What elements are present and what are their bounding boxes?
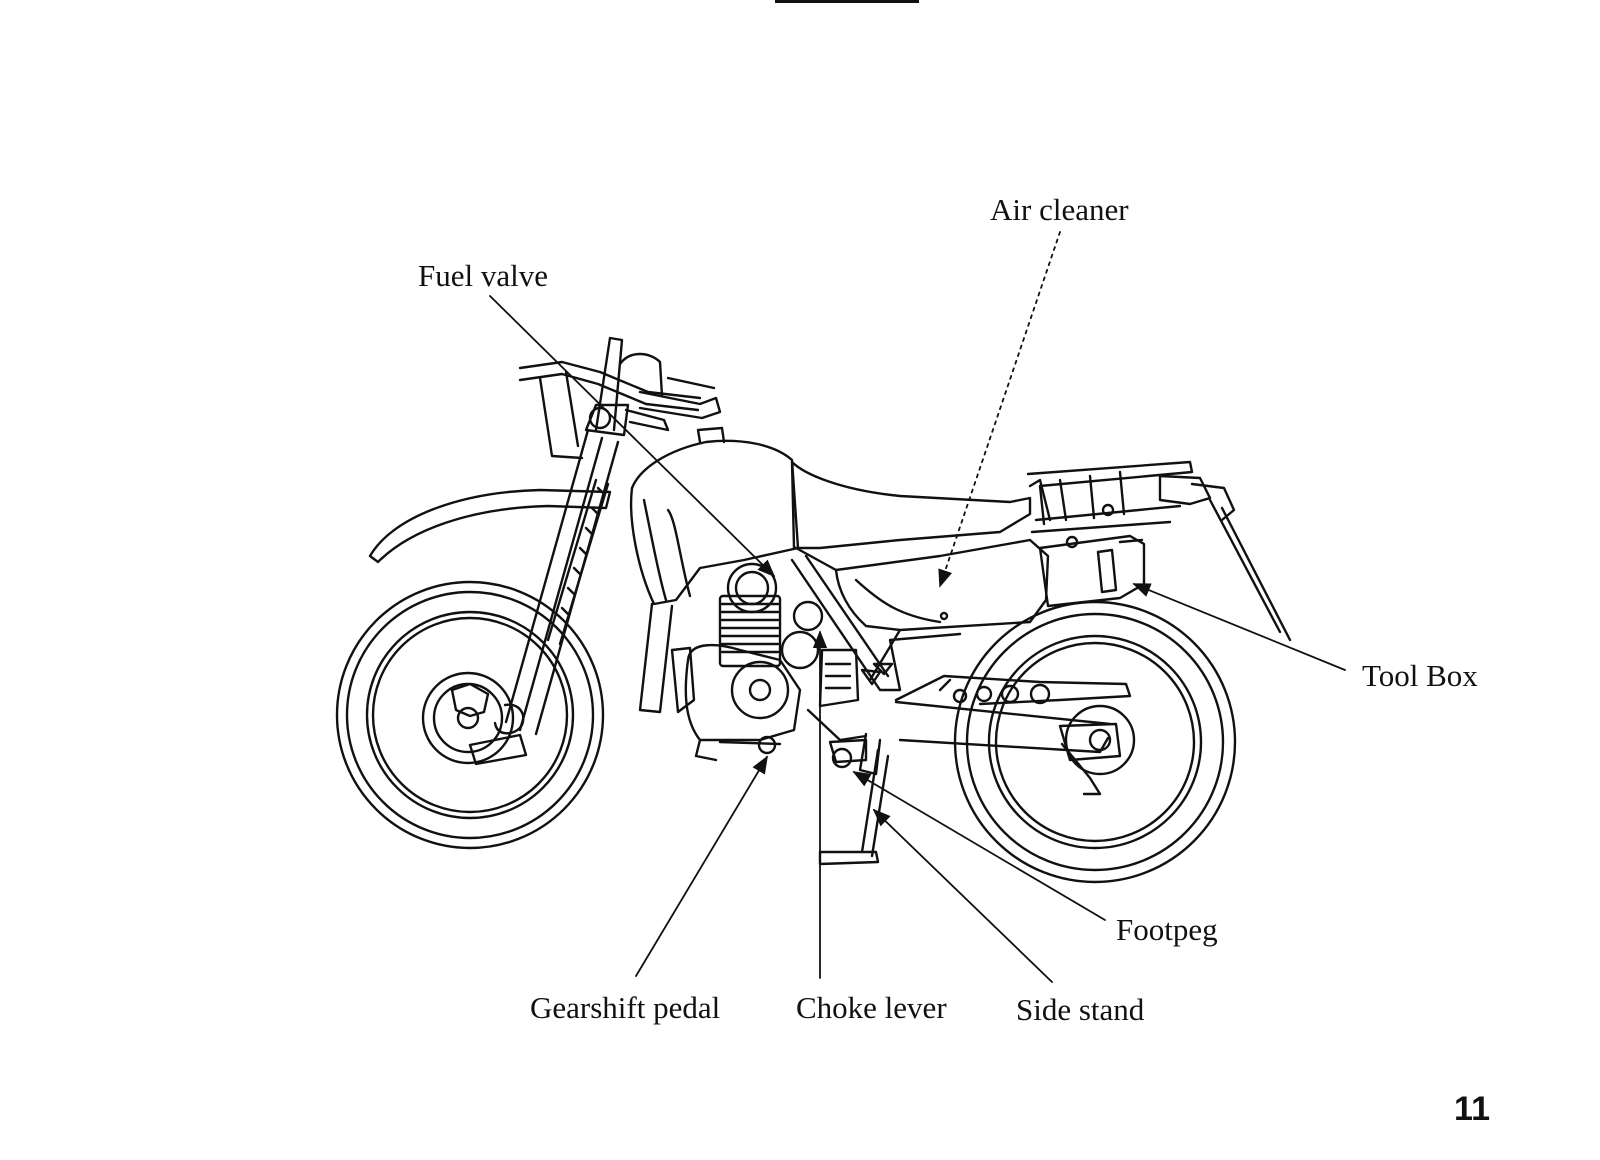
- side-cover: [834, 538, 1050, 632]
- page-number: 11: [1454, 1090, 1490, 1128]
- label-side-stand: Side stand: [1016, 992, 1145, 1027]
- callout-lines: [489, 231, 1346, 983]
- seat: [790, 460, 1032, 550]
- frame: [790, 546, 962, 776]
- leader-fuel-valve: [489, 295, 776, 578]
- label-tool-box: Tool Box: [1362, 658, 1478, 693]
- leader-tool-box: [1132, 583, 1346, 671]
- footpeg-shape: [828, 738, 868, 769]
- label-fuel-valve: Fuel valve: [418, 258, 548, 293]
- top-rule: [775, 0, 919, 3]
- tool-box-shape: [1038, 534, 1146, 608]
- handlebar: [518, 352, 722, 460]
- leader-side-stand: [872, 808, 1053, 983]
- leader-gearshift-pedal: [635, 755, 768, 977]
- front-fender: [368, 488, 612, 564]
- engine: [670, 562, 868, 762]
- swingarm: [894, 674, 1132, 796]
- fuel-tank: [629, 426, 800, 714]
- gearshift-pedal-shape: [718, 735, 782, 755]
- rear-rack: [1026, 460, 1292, 642]
- front-wheel: [335, 580, 605, 850]
- label-air-cleaner: Air cleaner: [990, 192, 1129, 227]
- leader-footpeg: [852, 771, 1106, 921]
- label-gearshift-pedal: Gearshift pedal: [530, 990, 721, 1025]
- front-fork: [468, 336, 630, 766]
- leader-air-cleaner: [938, 231, 1061, 588]
- label-choke-lever: Choke lever: [796, 990, 947, 1025]
- rear-wheel: [953, 600, 1237, 884]
- label-footpeg: Footpeg: [1116, 912, 1218, 947]
